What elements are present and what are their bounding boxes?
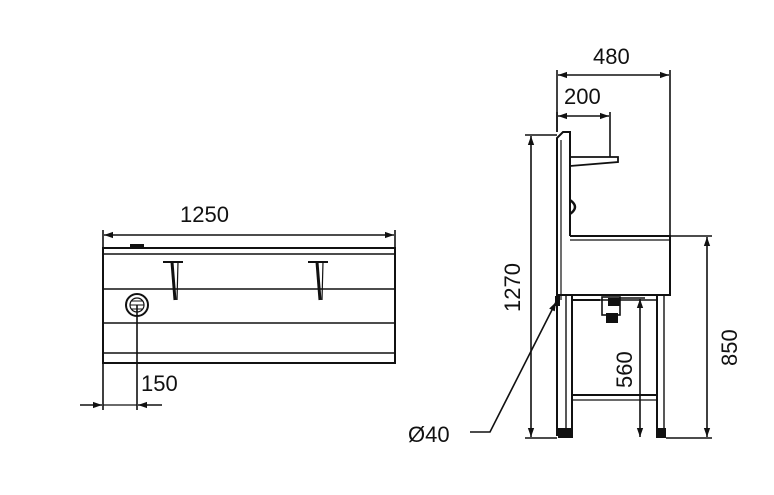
dim-label-850: 850 [717,329,742,366]
dim-label-pipe-diameter: Ø40 [408,422,450,447]
side-view [555,131,671,438]
dim-label-150: 150 [141,371,178,396]
side-back-panel [556,131,571,436]
dim-label-1250: 1250 [180,202,229,227]
side-shelf [569,156,619,167]
side-tap [569,198,577,216]
front-dimensions [80,230,396,410]
front-body-outline [102,247,396,364]
dim-label-200: 200 [564,84,601,109]
faucet-right [308,261,328,301]
side-basin [557,235,671,296]
side-siphon [572,296,621,323]
side-dimensions [470,70,712,439]
side-drain-pipe [555,296,560,306]
faucet-left [163,261,183,301]
leader-pipe-diameter [470,301,557,433]
front-tap-knob [130,244,144,249]
dim-label-1270: 1270 [500,263,525,312]
dim-label-560: 560 [612,351,637,388]
dim-label-480: 480 [593,44,630,69]
front-view [102,244,396,364]
